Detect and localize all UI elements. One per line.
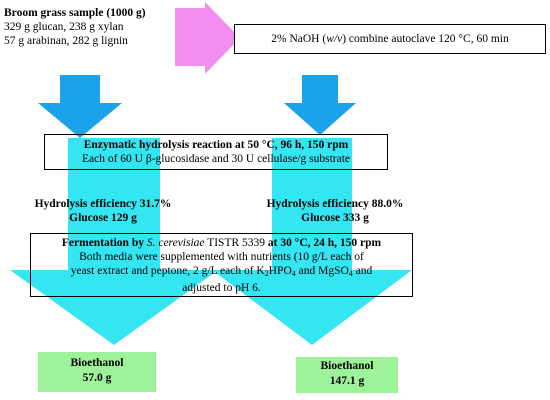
left-glucose: Glucose 129 g: [69, 212, 137, 224]
fermentation-title: Fermentation by S. cerevisiae TISTR 5339…: [31, 236, 412, 250]
po-subscript: 4: [291, 269, 296, 278]
k-subscript: 2: [264, 269, 269, 278]
pretreatment-suffix: ) combine autoclave 120 °C, 60 min: [342, 33, 509, 45]
pretreatment-wv: w/v: [326, 33, 343, 45]
right-efficiency: Hydrolysis efficiency 88.0%: [266, 198, 404, 210]
left-output-value: 57.0 g: [82, 372, 112, 384]
fermentation-title-c: at 30 °C, 24 h, 150 rpm: [267, 237, 382, 249]
fermentation-line-2: yeast extract and peptone, 2 g/L each of…: [31, 264, 412, 281]
hydrolysis-detail: Each of 60 U β-glucosidase and 30 U cell…: [81, 153, 351, 165]
sample-block: Broom grass sample (1000 g) 329 g glucan…: [4, 6, 146, 48]
fermentation-line-2c: and MgSO: [295, 265, 349, 277]
sample-composition-2: 57 g arabinan, 282 g lignin: [4, 35, 128, 47]
pretreatment-box: 2% NaOH (w/v) combine autoclave 120 °C, …: [234, 24, 546, 54]
right-output-label: Bioethanol: [320, 360, 374, 372]
right-cyan-arrow: [212, 138, 412, 345]
right-result: Hydrolysis efficiency 88.0% Glucose 333 …: [250, 197, 420, 225]
sample-composition-1: 329 g glucan, 238 g xylan: [4, 21, 124, 33]
fermentation-line-1: Both media were supplemented with nutrie…: [79, 251, 364, 263]
fermentation-organism: S. cerevisiae: [146, 237, 205, 249]
left-blue-arrow: [38, 75, 122, 138]
right-glucose: Glucose 333 g: [301, 212, 369, 224]
hydrolysis-title: Enzymatic hydrolysis reaction at 50 °C, …: [83, 139, 349, 151]
mg-subscript: 4: [348, 269, 353, 278]
fermentation-box: Fermentation by S. cerevisiae TISTR 5339…: [30, 233, 413, 297]
left-output-label: Bioethanol: [70, 357, 124, 369]
hydrolysis-box: Enzymatic hydrolysis reaction at 50 °C, …: [44, 134, 388, 170]
left-result: Hydrolysis efficiency 31.7% Glucose 129 …: [18, 197, 188, 225]
left-output-box: Bioethanol 57.0 g: [38, 352, 156, 392]
pretreatment-prefix: 2% NaOH (: [271, 33, 327, 45]
fermentation-line-2a: yeast extract and peptone, 2 g/L each of…: [70, 265, 265, 277]
fermentation-title-a: Fermentation by: [61, 237, 147, 249]
fermentation-line-2b: HPO: [268, 265, 292, 277]
left-cyan-arrow: [10, 138, 218, 345]
right-output-box: Bioethanol 147.1 g: [296, 357, 398, 393]
right-output-value: 147.1 g: [329, 375, 365, 387]
fermentation-line-3: adjusted to pH 6.: [182, 282, 261, 294]
pretreatment-arrow: [175, 2, 240, 74]
fermentation-title-b: TISTR 5339: [204, 237, 268, 249]
right-blue-arrow: [284, 75, 356, 135]
fermentation-line-2d: and: [352, 265, 373, 277]
left-efficiency: Hydrolysis efficiency 31.7%: [34, 198, 172, 210]
sample-title: Broom grass sample (1000 g): [4, 7, 146, 19]
